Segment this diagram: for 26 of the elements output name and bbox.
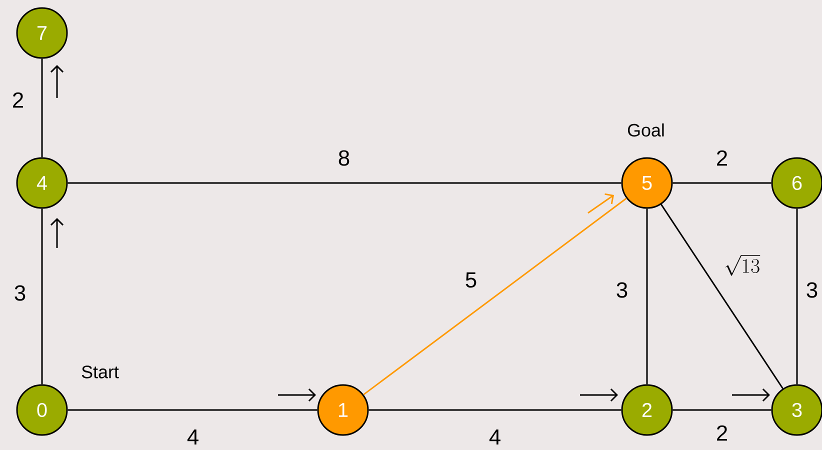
- edge-label: 3: [614, 281, 630, 299]
- graph-edge: [68, 409, 318, 411]
- edge-label: $\sqrt{13}$: [722, 253, 762, 277]
- edge-label: 8: [336, 149, 352, 167]
- graph-edge: [660, 204, 784, 389]
- graph-edge: [68, 182, 622, 184]
- graph-edge: [368, 409, 622, 411]
- graph-edge: [672, 409, 772, 411]
- graph-edge: [672, 182, 772, 184]
- graph-node: 4: [16, 157, 68, 209]
- node-caption: Start: [82, 366, 119, 378]
- graph-node: 5: [621, 157, 673, 209]
- graph-edge: [646, 208, 648, 384]
- graph-edge: [796, 208, 798, 384]
- edge-label: 3: [12, 284, 28, 302]
- graph-node: 0: [16, 384, 68, 436]
- graph-edge: [363, 198, 627, 396]
- graph-edge: [41, 58, 43, 158]
- graph-edge: [41, 208, 43, 384]
- graph-node: 6: [771, 157, 822, 209]
- node-caption: Goal: [628, 123, 664, 137]
- graph-node: 2: [621, 384, 673, 436]
- graph-node: 1: [317, 384, 369, 436]
- edge-label: 3: [804, 281, 820, 299]
- graph-node: 3: [771, 384, 822, 436]
- graph-node: 7: [16, 7, 68, 59]
